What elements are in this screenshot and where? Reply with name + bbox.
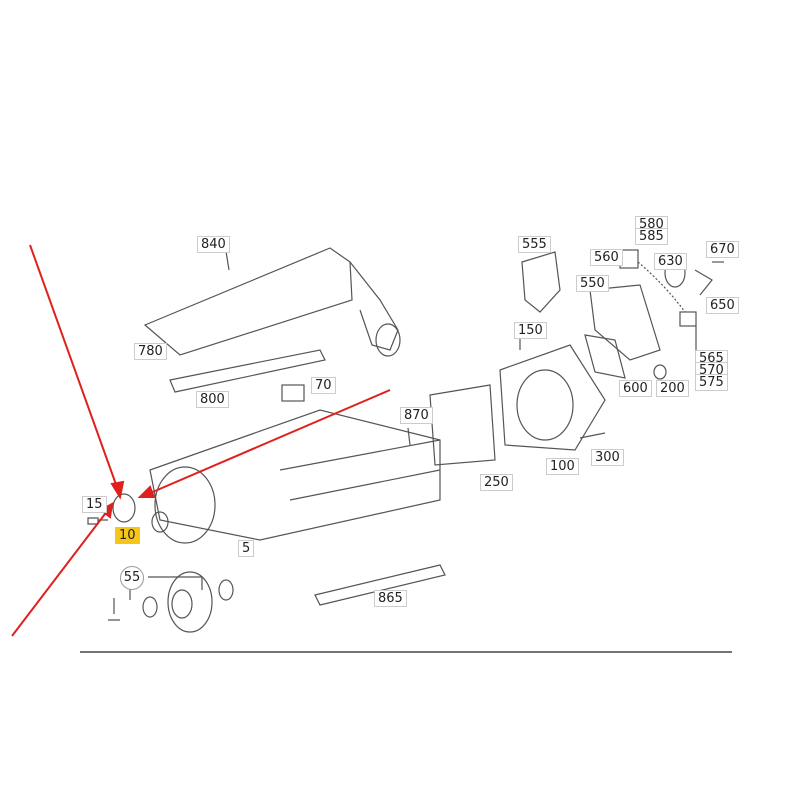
- part-label-780: 780: [134, 343, 167, 360]
- part-label-630: 630: [654, 253, 687, 270]
- pulley-10: [112, 493, 136, 523]
- part-label-840: 840: [197, 236, 230, 253]
- part-label-800: 800: [196, 391, 229, 408]
- part-label-870: 870: [400, 407, 433, 424]
- gasket-865: [314, 564, 446, 606]
- throttle-housing-100: [499, 344, 606, 451]
- part-label-575: 575: [695, 374, 728, 391]
- part-label-550: 550: [576, 275, 609, 292]
- gasket-800: [169, 349, 326, 393]
- part-label-100: 100: [546, 458, 579, 475]
- part-label-200: 200: [656, 380, 689, 397]
- red-arrows: [11, 244, 391, 637]
- part-label-600: 600: [619, 380, 652, 397]
- part-label-55: 55: [120, 566, 144, 590]
- part-label-670: 670: [706, 241, 739, 258]
- part-label-865: 865: [374, 590, 407, 607]
- part-label-250: 250: [480, 474, 513, 491]
- part-label-650: 650: [706, 297, 739, 314]
- engine-cover: [143, 247, 353, 356]
- part-label-150: 150: [514, 322, 547, 339]
- part-label-560: 560: [590, 249, 623, 266]
- part-label-555: 555: [518, 236, 551, 253]
- actuator-550: [589, 284, 661, 361]
- part-label-5: 5: [238, 540, 255, 557]
- part-label-15: 15: [82, 496, 107, 513]
- part-label-10-highlighted: 10: [115, 527, 140, 544]
- gasket-250: [429, 384, 496, 466]
- part-label-585: 585: [635, 228, 668, 245]
- cover-555: [521, 251, 561, 313]
- supercharger: [149, 409, 441, 541]
- part-label-70: 70: [311, 377, 336, 394]
- part-label-300: 300: [591, 449, 624, 466]
